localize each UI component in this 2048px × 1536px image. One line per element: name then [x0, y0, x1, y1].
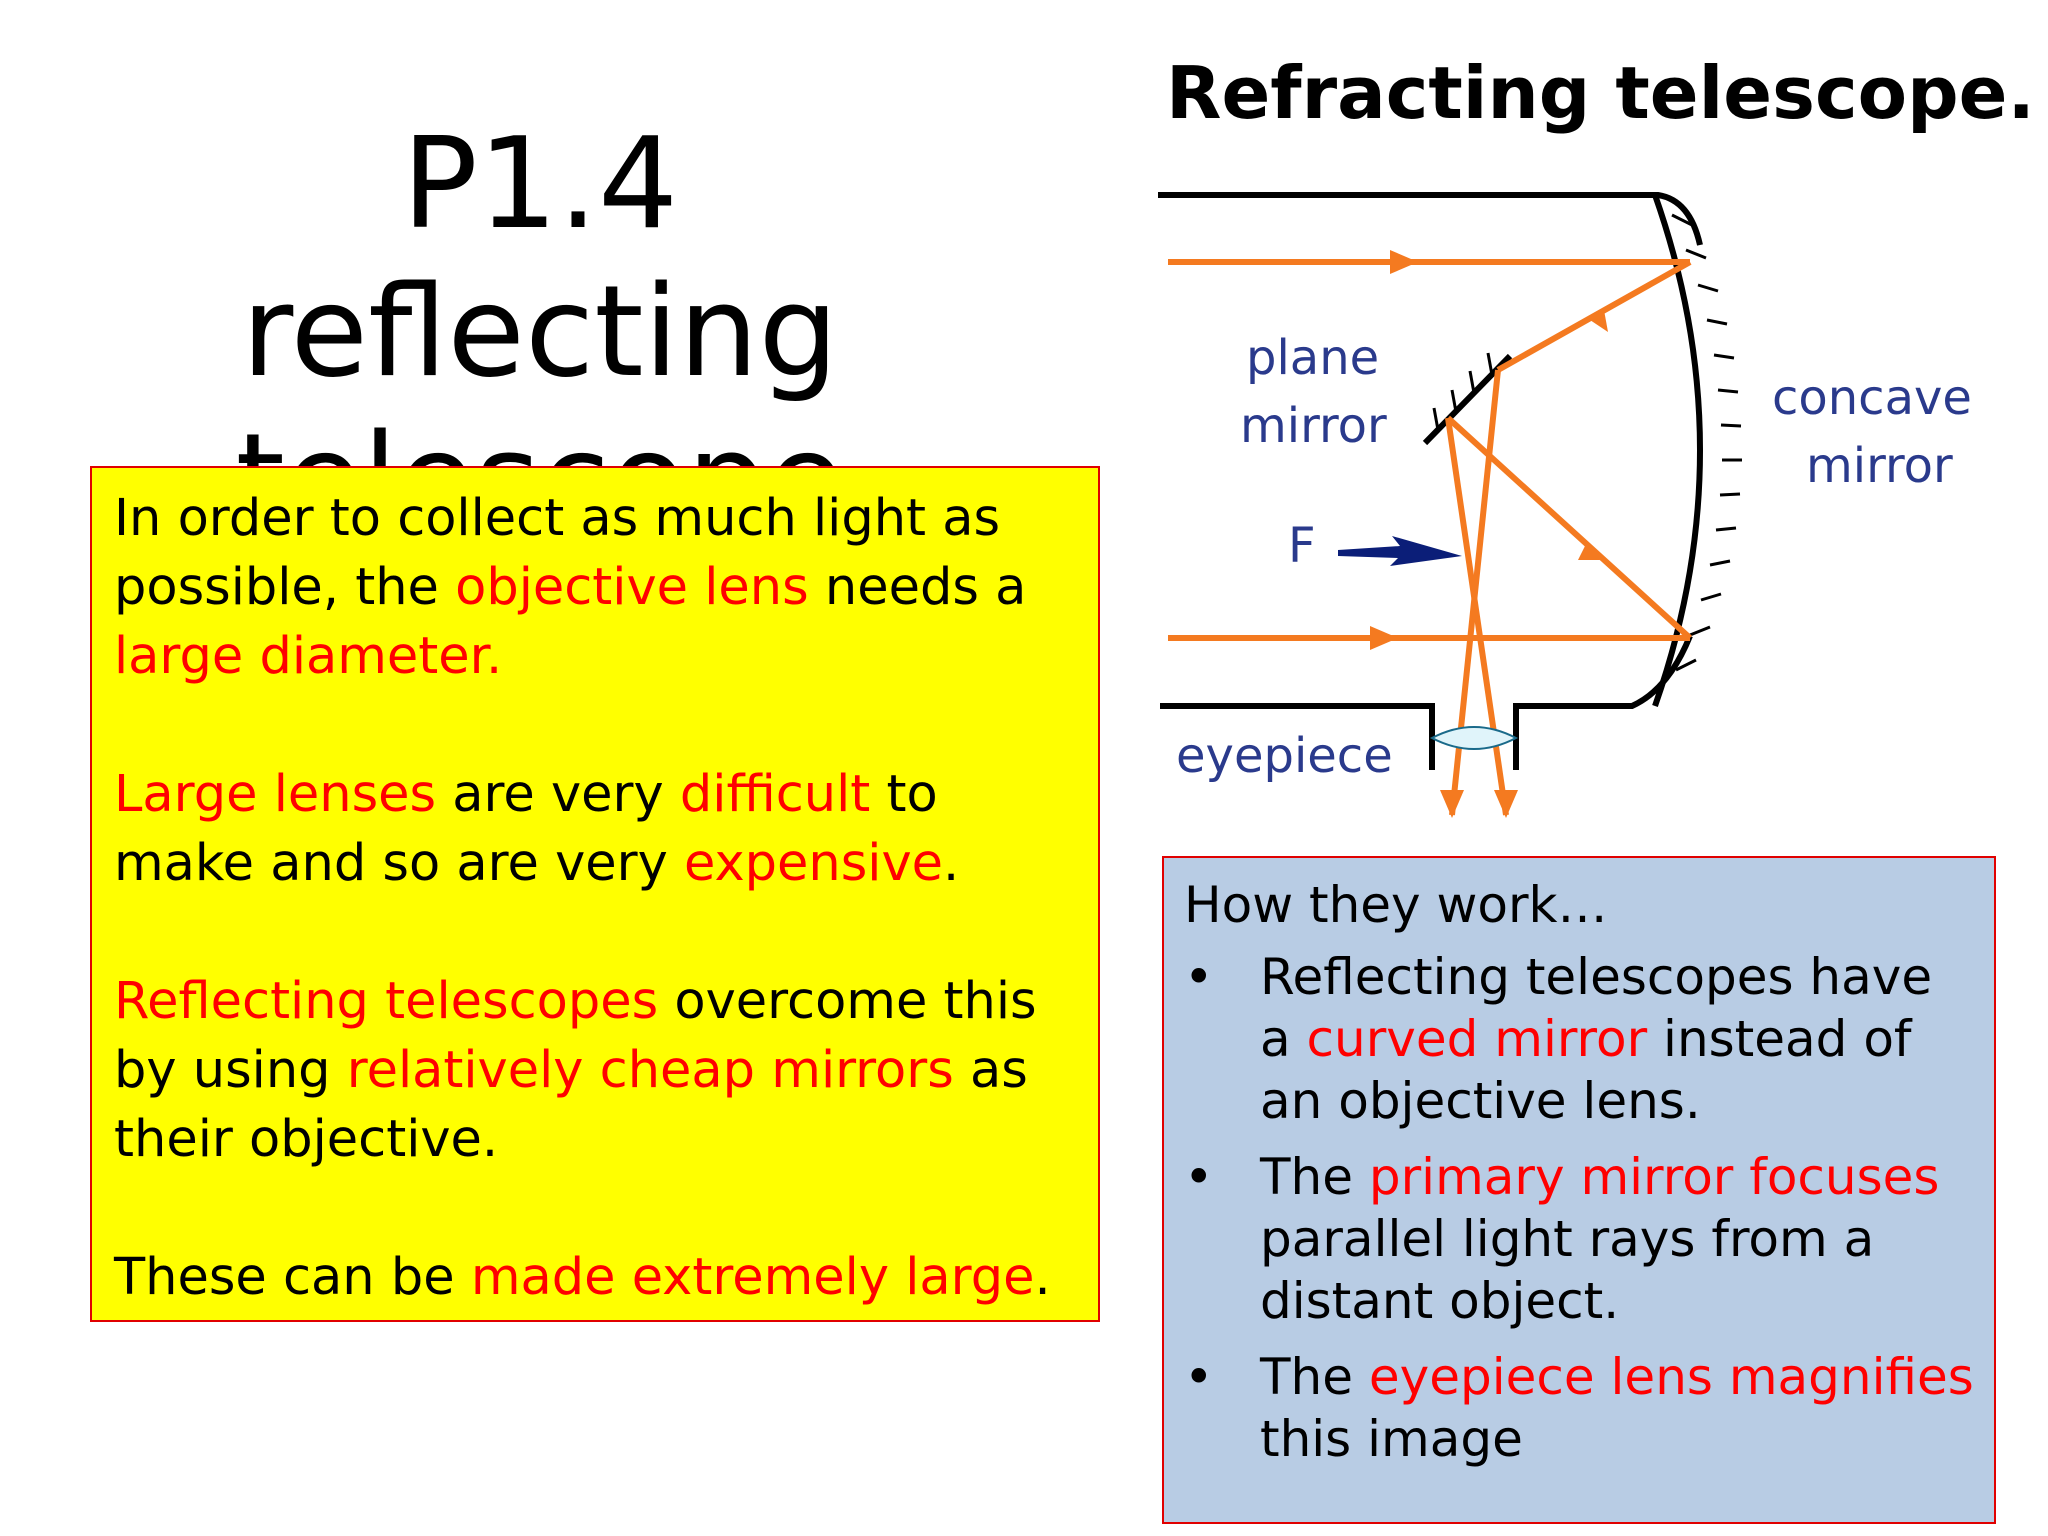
intro-paragraph-1: In order to collect as much light as pos…	[114, 484, 1078, 691]
intro-paragraph-4: These can be made extremely large.	[114, 1243, 1078, 1312]
intro-paragraph-3: Reflecting telescopes overcome this by u…	[114, 967, 1078, 1174]
text-run: The	[1260, 1148, 1369, 1206]
text-run: instead of an objective lens.	[1260, 1010, 1912, 1130]
label-plane-mirror-line-2: mirror	[1240, 398, 1387, 454]
text-run: Reflecting telescopes have a	[1260, 948, 1933, 1068]
how-they-work-box: How they work… • Reflecting telescopes h…	[1162, 856, 1996, 1524]
list-item: • The primary mirror focuses parallel li…	[1184, 1146, 1974, 1332]
text-run: needs a	[808, 558, 1027, 617]
text-run: are very	[436, 765, 680, 824]
text-run: this image	[1260, 1410, 1523, 1468]
highlight-cheap-mirrors: relatively cheap mirrors	[346, 1041, 954, 1100]
label-concave-mirror-line-2: mirror	[1806, 438, 1953, 494]
highlight-curved-mirror: curved mirror	[1306, 1010, 1648, 1068]
highlight-primary-mirror-focuses: primary mirror focuses	[1368, 1148, 1940, 1206]
slide-title-line-1: P1.4 reflecting	[241, 110, 839, 405]
text-run: .	[943, 834, 960, 893]
text-run: These can be	[114, 1248, 471, 1307]
eyepiece-lens	[1429, 726, 1519, 750]
concave-mirror	[1652, 194, 1742, 707]
bullet-icon: •	[1184, 1148, 1214, 1206]
highlight-eyepiece-lens-magnifies: eyepiece lens magnifies	[1368, 1348, 1974, 1406]
label-concave-mirror-line-1: concave	[1772, 370, 1972, 426]
light-rays	[1168, 259, 1693, 816]
diagram-title: Refracting telescope.	[1166, 51, 2035, 135]
label-focus: F	[1288, 518, 1316, 574]
bullet-icon: •	[1184, 1348, 1214, 1406]
ray-direction-arrows	[1370, 250, 1608, 818]
focus-arrow	[1338, 536, 1462, 566]
text-run: as their objective.	[114, 1041, 1028, 1169]
intro-paragraph-2: Large lenses are very difficult to make …	[114, 760, 1078, 898]
label-plane-mirror-line-1: plane	[1246, 330, 1379, 386]
list-item: • Reflecting telescopes have a curved mi…	[1184, 946, 1974, 1132]
text-run: The	[1260, 1348, 1369, 1406]
highlight-large-lenses: Large lenses	[114, 765, 437, 824]
intro-text-box: In order to collect as much light as pos…	[90, 466, 1100, 1322]
highlight-large-diameter: large diameter.	[114, 627, 503, 686]
telescope-tube	[1158, 192, 1703, 770]
label-eyepiece: eyepiece	[1176, 728, 1393, 784]
how-they-work-heading: How they work…	[1184, 876, 1608, 934]
text-run: .	[1034, 1248, 1051, 1307]
highlight-difficult: difficult	[679, 765, 871, 824]
bullet-icon: •	[1184, 948, 1214, 1006]
highlight-reflecting-telescopes: Reflecting telescopes	[114, 972, 659, 1031]
text-run: parallel light rays from a distant objec…	[1260, 1210, 1875, 1330]
reflecting-telescope-diagram: plane mirror concave mirror F eyepiece	[1158, 192, 1972, 818]
highlight-made-extremely-large: made extremely large	[470, 1248, 1035, 1307]
text-run: to make and so are very	[114, 765, 938, 893]
highlight-objective-lens: objective lens	[455, 558, 809, 617]
list-item: • The eyepiece lens magnifies this image	[1184, 1346, 1974, 1470]
text-run: In order to collect as much light as pos…	[114, 489, 1001, 617]
highlight-expensive: expensive	[684, 834, 944, 893]
how-they-work-list: • Reflecting telescopes have a curved mi…	[1184, 946, 1974, 1470]
text-run: overcome this by using	[114, 972, 1037, 1100]
